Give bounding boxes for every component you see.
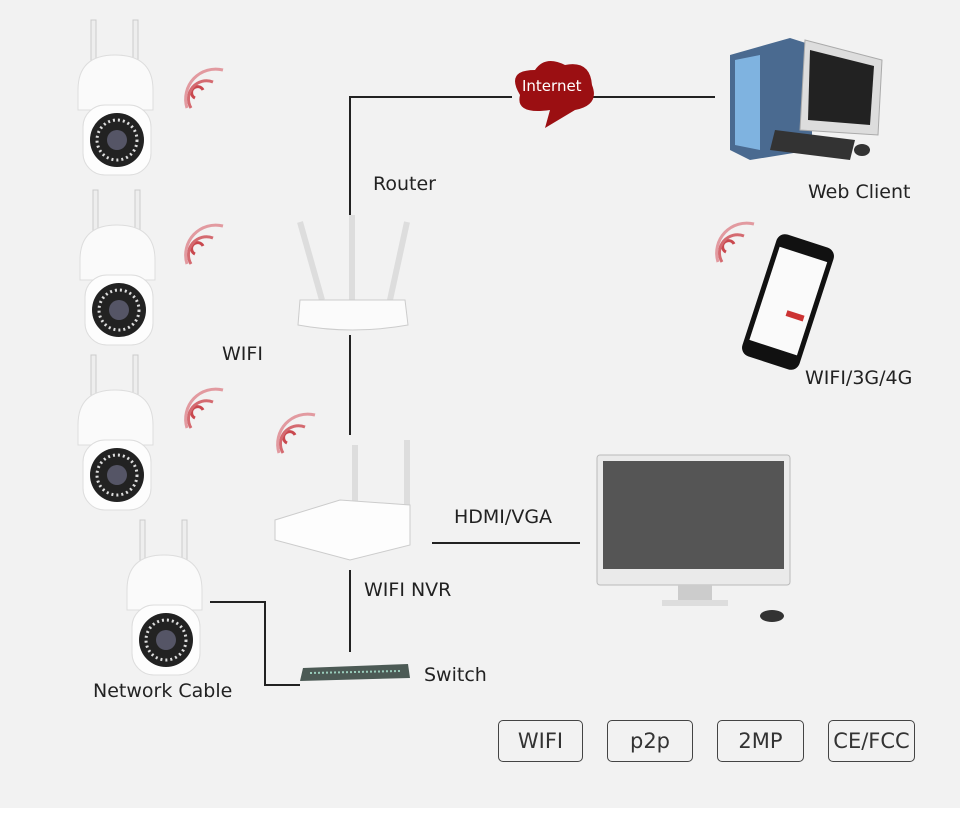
wifi-label: WIFI xyxy=(222,343,263,365)
network-switch-icon xyxy=(300,664,410,681)
web-client-label: Web Client xyxy=(808,181,911,203)
switch-label: Switch xyxy=(424,664,487,686)
smartphone-icon xyxy=(742,234,834,370)
wifi-signal-icon xyxy=(184,387,225,430)
mobile-label: WIFI/3G/4G xyxy=(805,367,913,389)
router-icon xyxy=(297,215,410,331)
internet-label: Internet xyxy=(522,77,582,95)
wifi-signal-icon xyxy=(276,412,317,455)
badge-p2p: p2p xyxy=(607,720,693,762)
diagram-graphics xyxy=(76,18,883,686)
network-cable-label: Network Cable xyxy=(93,680,233,702)
wired-camera-icon xyxy=(125,518,204,677)
web-client-computer-icon xyxy=(730,38,883,160)
network-diagram: Internet Router Web Client WIFI/3G/4G WI… xyxy=(0,0,960,808)
hdmi-vga-label: HDMI/VGA xyxy=(454,506,553,528)
wifi-camera-icon xyxy=(76,353,155,512)
wifi-camera-icon xyxy=(78,188,157,347)
wifi-signal-icon xyxy=(184,67,225,110)
wifi-nvr-icon xyxy=(274,440,411,561)
router-label: Router xyxy=(373,173,436,195)
internet-cloud-icon xyxy=(515,61,594,128)
wifi-signal-icon xyxy=(715,221,756,264)
connection-lines xyxy=(210,96,715,686)
wifi-nvr-label: WIFI NVR xyxy=(364,579,452,601)
monitor-icon xyxy=(596,454,791,622)
badge-ce-fcc: CE/FCC xyxy=(828,720,915,762)
wifi-camera-icon xyxy=(76,18,155,177)
badge-2mp: 2MP xyxy=(717,720,804,762)
wifi-signal-icon xyxy=(184,223,225,266)
badge-wifi: WIFI xyxy=(498,720,583,762)
